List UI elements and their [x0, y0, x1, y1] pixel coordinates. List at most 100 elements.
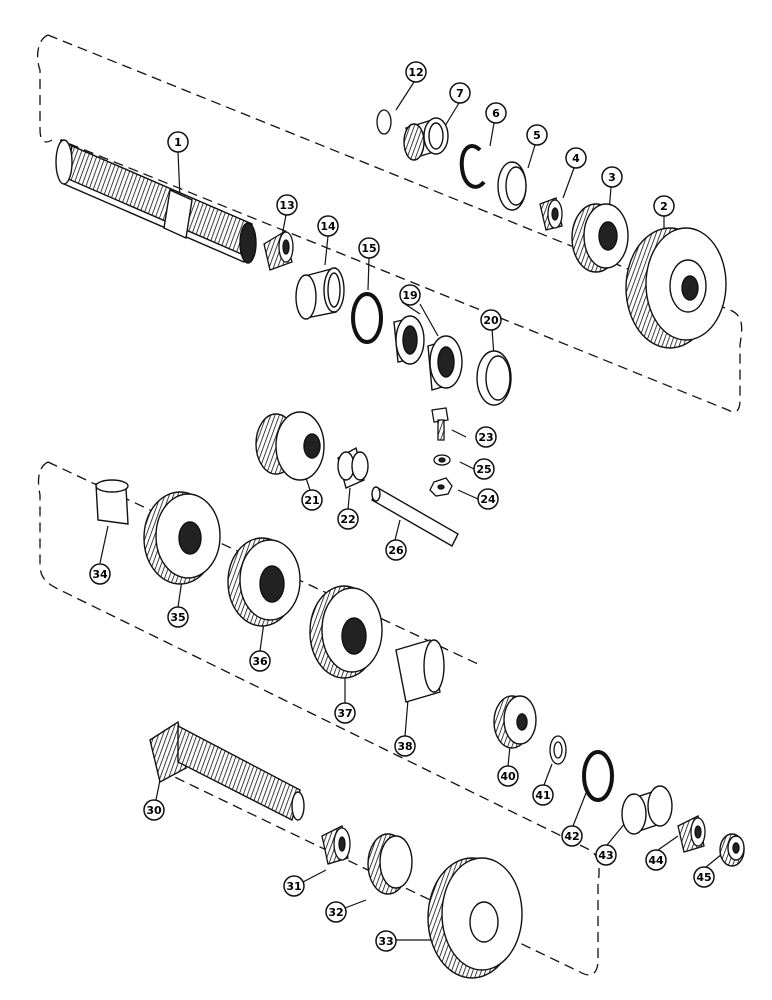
callout-label: 22	[340, 513, 355, 526]
callout-label: 38	[397, 740, 412, 753]
callout-label: 12	[408, 66, 423, 79]
callout-32: 32	[325, 901, 347, 923]
part-40-small-gear	[493, 695, 537, 749]
part-25-washer	[433, 454, 451, 466]
part-41-washer	[549, 735, 567, 765]
lower-assembly-boundary	[37, 461, 600, 976]
part-2-large-gear	[625, 227, 727, 349]
callout-label: 15	[361, 242, 376, 255]
callout-label: 4	[572, 152, 580, 165]
callout-label: 33	[378, 935, 393, 948]
callout-35: 35	[167, 606, 189, 628]
callout-label: 41	[535, 789, 550, 802]
callout-13: 13	[276, 194, 298, 216]
part-1-splined-shaft	[55, 138, 257, 264]
part-32-bearing-cup	[367, 833, 413, 895]
part-22-sleeve	[337, 446, 369, 489]
callout-34: 34	[89, 563, 111, 585]
callout-26: 26	[385, 539, 407, 561]
callout-label: 7	[456, 87, 464, 100]
callout-40: 40	[497, 765, 519, 787]
callout-label: 30	[146, 804, 162, 817]
callout-37: 37	[334, 702, 356, 724]
callout-label: 42	[564, 830, 579, 843]
part-23-bolt	[431, 407, 449, 441]
callout-30: 30	[143, 799, 165, 821]
callout-14: 14	[317, 215, 339, 237]
assembly-boundaries	[36, 34, 743, 976]
part-4-bearing-cone	[539, 197, 563, 231]
callout-label: 1	[174, 136, 182, 149]
part-21-cluster-gear	[255, 411, 325, 481]
callout-44: 44	[645, 849, 667, 871]
part-14-bearing-cup	[295, 267, 345, 320]
callout-24: 24	[477, 488, 499, 510]
callout-7: 7	[449, 82, 471, 104]
callout-label: 5	[533, 129, 541, 142]
callout-15: 15	[358, 237, 380, 259]
part-12-washer	[376, 109, 392, 135]
callout-label: 6	[492, 107, 500, 120]
callout-label: 19	[402, 289, 417, 302]
callout-label: 40	[500, 770, 516, 783]
callout-4: 4	[565, 147, 587, 169]
part-26-shaft	[371, 486, 459, 547]
part-7-bushing	[403, 117, 449, 161]
callout-31: 31	[283, 875, 305, 897]
callout-2: 2	[653, 195, 675, 217]
part-37-gear	[309, 585, 383, 679]
part-24-nut	[429, 477, 453, 497]
part-19-seals	[393, 315, 463, 391]
part-36-gear	[227, 537, 301, 627]
callout-43: 43	[595, 844, 617, 866]
callout-3: 3	[601, 166, 623, 188]
part-30-pinion-shaft	[149, 720, 305, 822]
callout-label: 24	[480, 493, 496, 506]
callout-33: 33	[375, 930, 397, 952]
part-45-nut	[719, 833, 745, 867]
part-38-bushing	[395, 639, 445, 703]
part-33-large-gear	[427, 857, 523, 979]
callout-45: 45	[693, 866, 715, 888]
part-13-bearing-cone	[263, 230, 294, 271]
leader-lines	[99, 81, 723, 941]
callout-label: 45	[696, 871, 711, 884]
part-44-bearing-cone	[677, 815, 706, 853]
callout-36: 36	[249, 650, 271, 672]
part-43-bearing-cup	[621, 785, 673, 835]
part-6-snap-ring	[459, 144, 486, 189]
part-20-ring	[476, 350, 512, 406]
callout-label: 31	[286, 880, 301, 893]
callout-label: 36	[252, 655, 268, 668]
callout-21: 21	[301, 489, 323, 511]
part-3-gear	[571, 203, 629, 273]
callout-label: 44	[648, 854, 664, 867]
callout-label: 25	[476, 463, 491, 476]
callout-22: 22	[337, 508, 359, 530]
callout-25: 25	[473, 458, 495, 480]
callout-41: 41	[532, 784, 554, 806]
callout-label: 3	[608, 171, 616, 184]
callout-label: 37	[337, 707, 352, 720]
callout-label: 35	[170, 611, 185, 624]
callout-20: 20	[480, 309, 502, 331]
callout-label: 32	[328, 906, 343, 919]
callout-label: 14	[320, 220, 336, 233]
upper-assembly-boundary	[36, 34, 743, 413]
callout-label: 23	[478, 431, 493, 444]
callout-42: 42	[561, 825, 583, 847]
callout-label: 26	[388, 544, 404, 557]
callout-23: 23	[475, 426, 497, 448]
part-5-race	[497, 161, 527, 211]
part-42-snap-ring	[582, 750, 614, 802]
callout-label: 34	[92, 568, 108, 581]
callout-5: 5	[526, 124, 548, 146]
part-34-bushing	[95, 479, 129, 525]
callout-19: 19	[399, 284, 421, 306]
callout-12: 12	[405, 61, 427, 83]
callout-label: 43	[598, 849, 613, 862]
callout-label: 21	[304, 494, 319, 507]
callout-1: 1	[167, 131, 189, 153]
part-35-gear	[143, 491, 221, 585]
